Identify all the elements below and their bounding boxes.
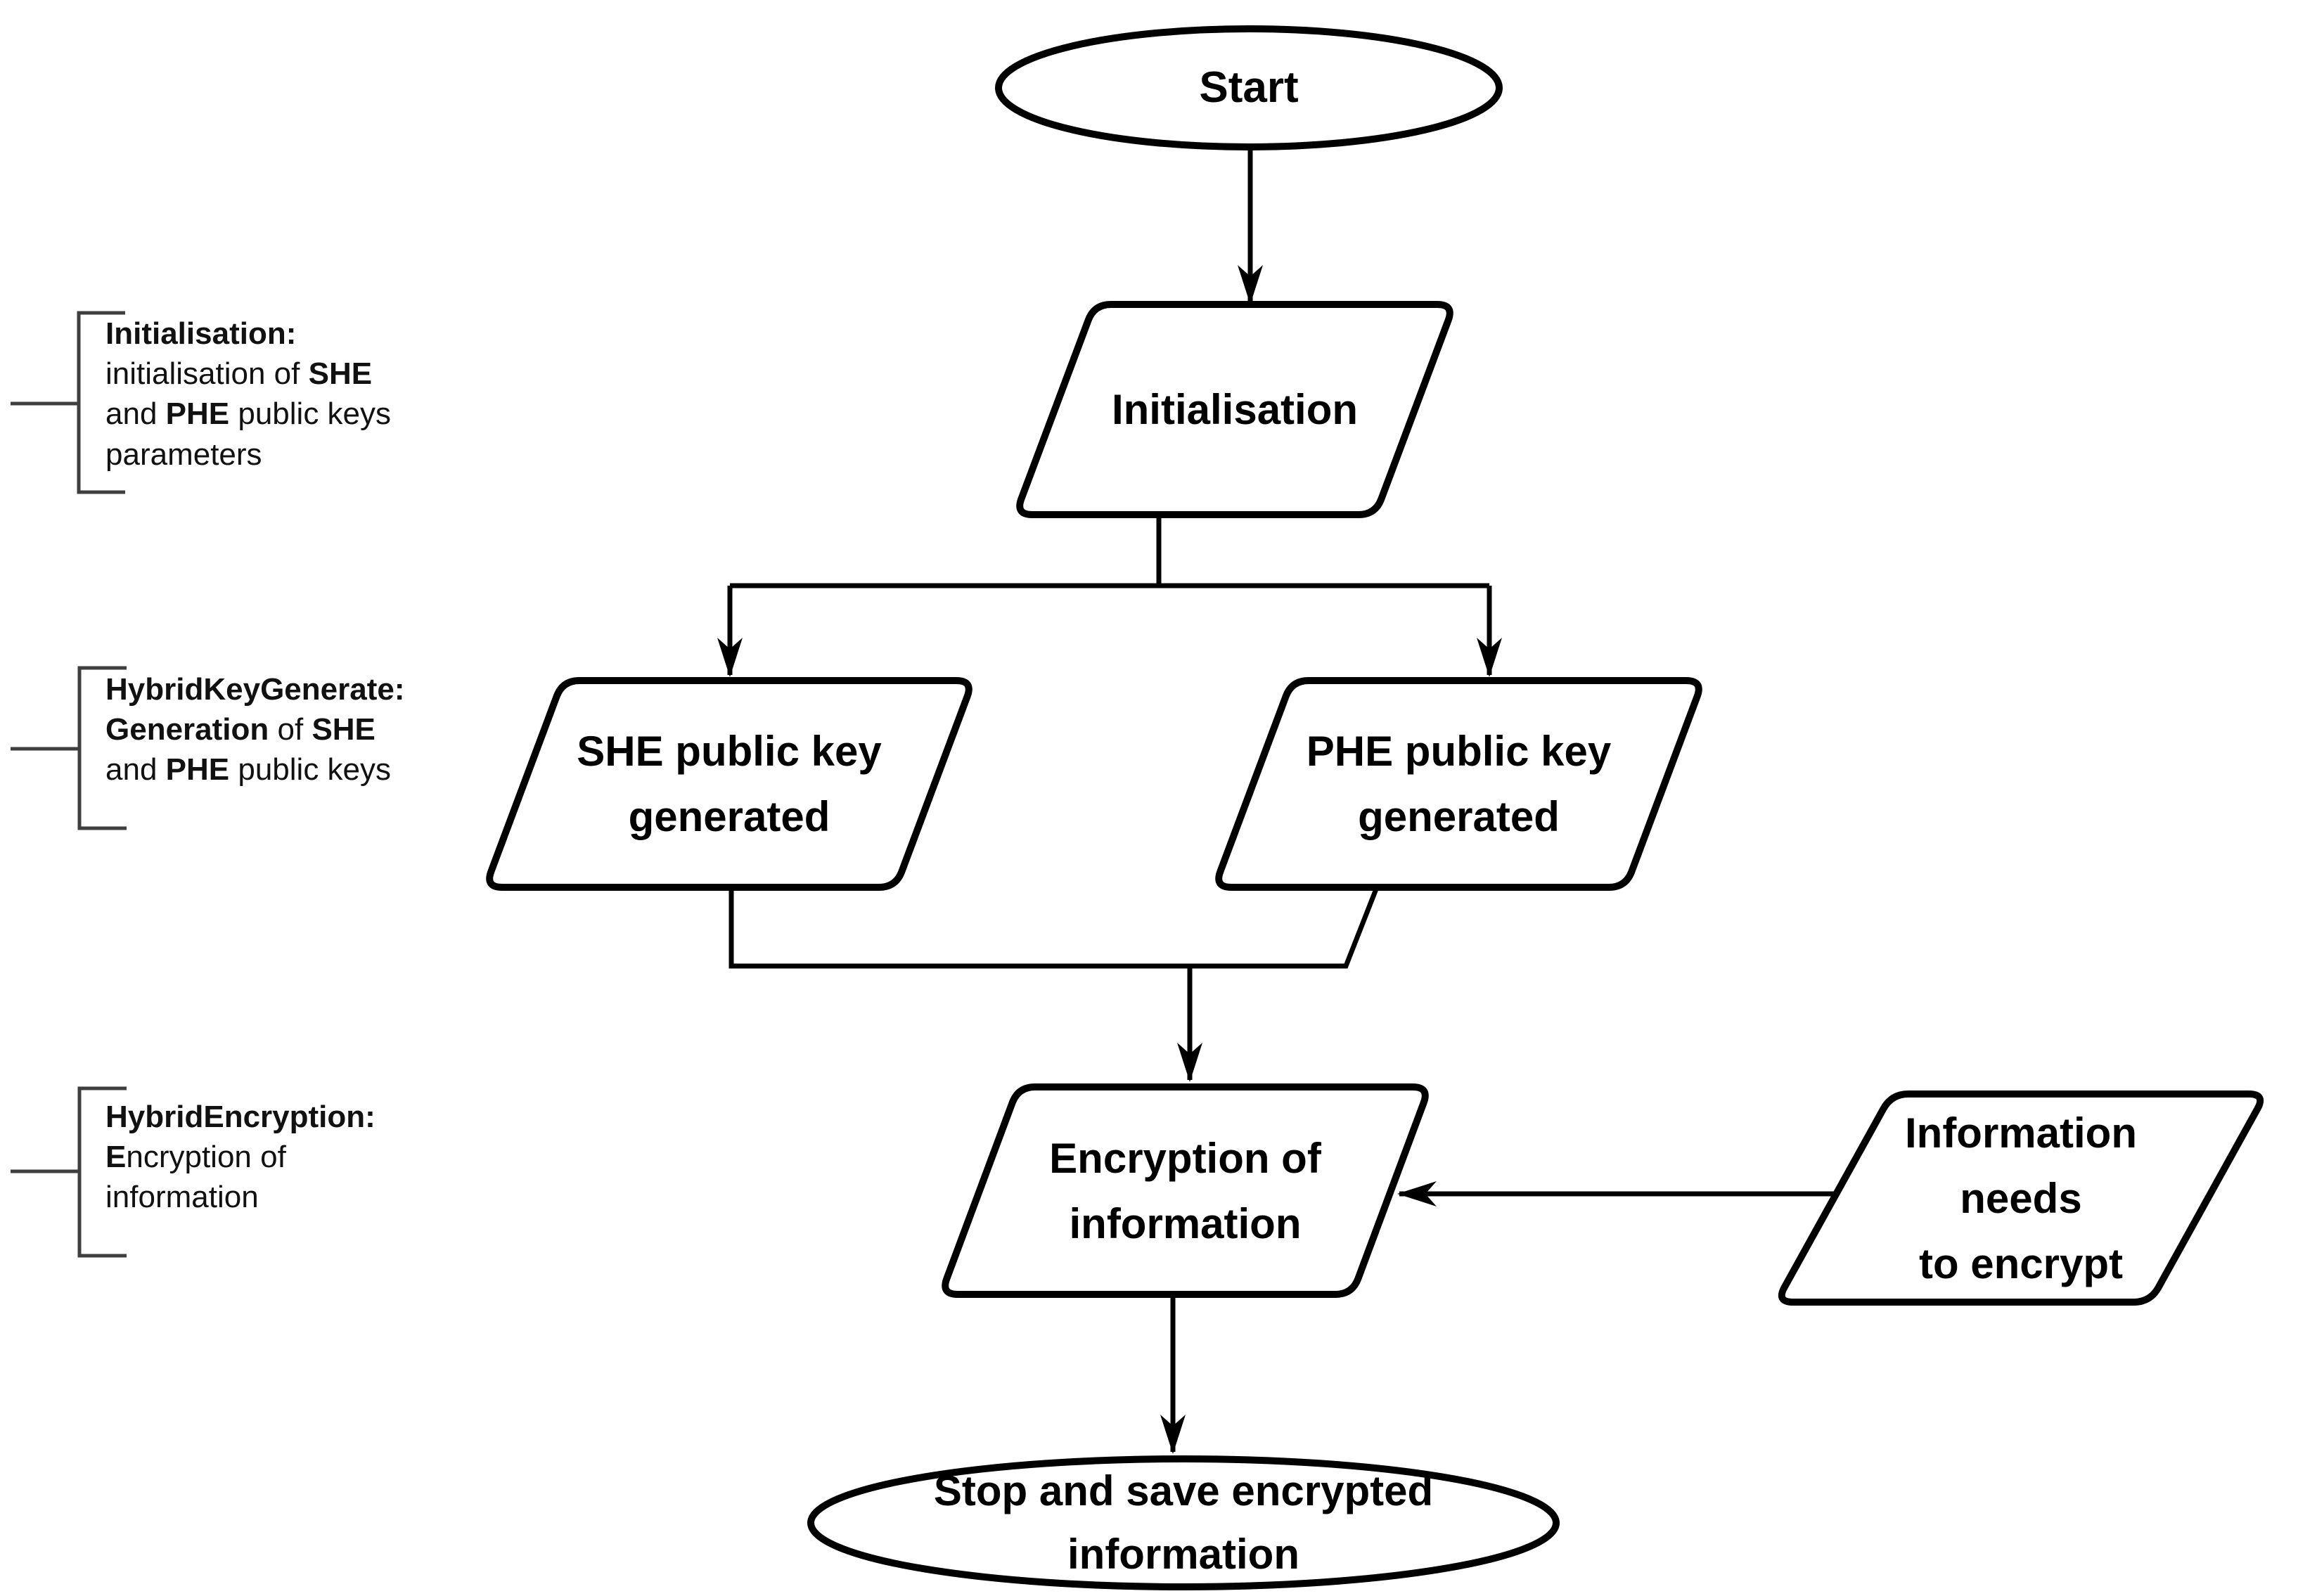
phe-key-node-label: PHE public key generated bbox=[1306, 728, 1612, 840]
annotation-line: and PHE public keys bbox=[105, 397, 392, 432]
annotation-hybridkeygenerate: HybridKeyGenerate: Generation of SHE and P… bbox=[105, 669, 541, 790]
stop-node-label: Stop and save encrypted information bbox=[933, 1467, 1434, 1578]
information-parallelogram bbox=[1778, 1090, 2264, 1306]
stop-terminator-shape bbox=[807, 1455, 1560, 1590]
initialisation-parallelogram bbox=[1016, 301, 1453, 518]
annotation-line: HybridEncryption: bbox=[105, 1100, 375, 1134]
start-node-label: Start bbox=[1199, 63, 1299, 112]
annotation-brackets bbox=[11, 311, 127, 1258]
annotation-line: and PHE public keys bbox=[105, 752, 392, 787]
connectors bbox=[717, 147, 1834, 1454]
annotation-initialisation: Initialisation: initialisation of SHE and … bbox=[105, 314, 541, 475]
connector-merge bbox=[728, 886, 1380, 969]
annotation-line: Encryption of bbox=[105, 1140, 286, 1175]
annotation-line: parameters bbox=[105, 437, 262, 472]
encryption-node-label: Encryption of information bbox=[1049, 1134, 1321, 1247]
information-node-label: Information needs to encrypt bbox=[1905, 1109, 2137, 1287]
annotation-line: initialisation of SHE bbox=[105, 356, 373, 392]
annotation-hybridencryption: HybridEncryption: Encryption of informatio… bbox=[105, 1097, 541, 1218]
connector-branch bbox=[730, 515, 1489, 588]
phe-key-parallelogram bbox=[1215, 677, 1702, 891]
she-key-parallelogram bbox=[486, 677, 973, 891]
annotation-line: Generation of SHE bbox=[105, 712, 375, 747]
annotation-line: Initialisation: bbox=[105, 316, 297, 351]
encryption-parallelogram bbox=[942, 1083, 1429, 1298]
annotation-line: information bbox=[105, 1180, 259, 1215]
shapes bbox=[486, 25, 2264, 1590]
she-key-node-label: SHE public key generated bbox=[577, 728, 882, 840]
annotation-line: HybridKeyGenerate: bbox=[105, 672, 405, 707]
initialisation-node-label: Initialisation bbox=[1111, 386, 1359, 433]
start-terminator-shape bbox=[995, 25, 1503, 150]
